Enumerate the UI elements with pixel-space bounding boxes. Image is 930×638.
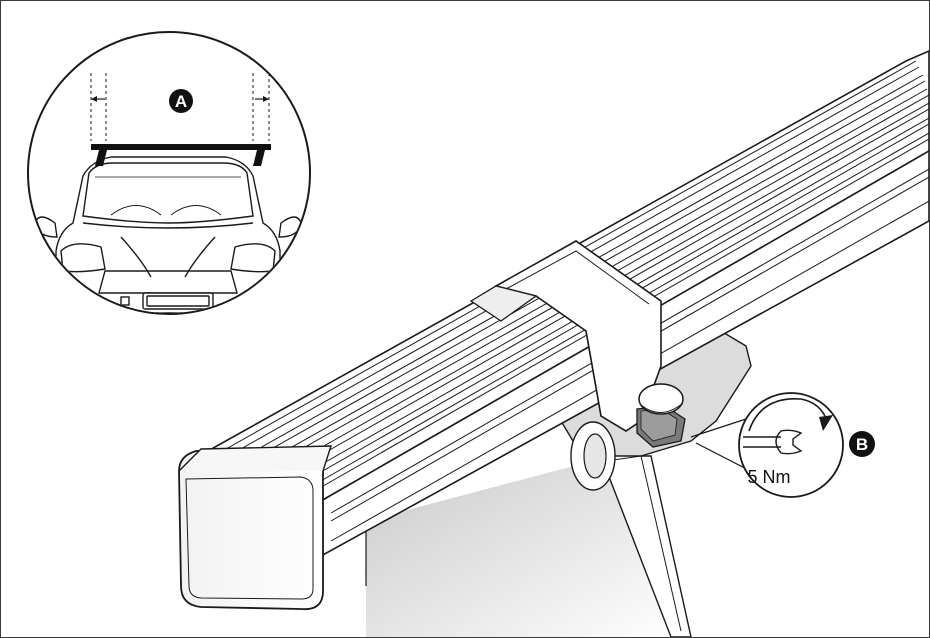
callout-b-badge: B [849,431,875,457]
wrench-icon [743,429,803,455]
torque-callout: 5 Nm [738,392,844,498]
callout-a-badge: A [169,89,193,113]
dimension-arrows-icon [90,73,270,141]
callout-b-letter: B [856,435,868,454]
inset-roof-bar [91,144,271,166]
torque-value-label: 5 Nm [747,467,790,487]
clockwise-arrow-icon [748,398,833,432]
bar-end-cap [178,445,332,611]
callout-a-letter: A [175,92,187,111]
u-bracket-clamp [469,240,662,432]
car-front-inset: A [27,31,311,315]
tension-bolt [636,383,686,448]
